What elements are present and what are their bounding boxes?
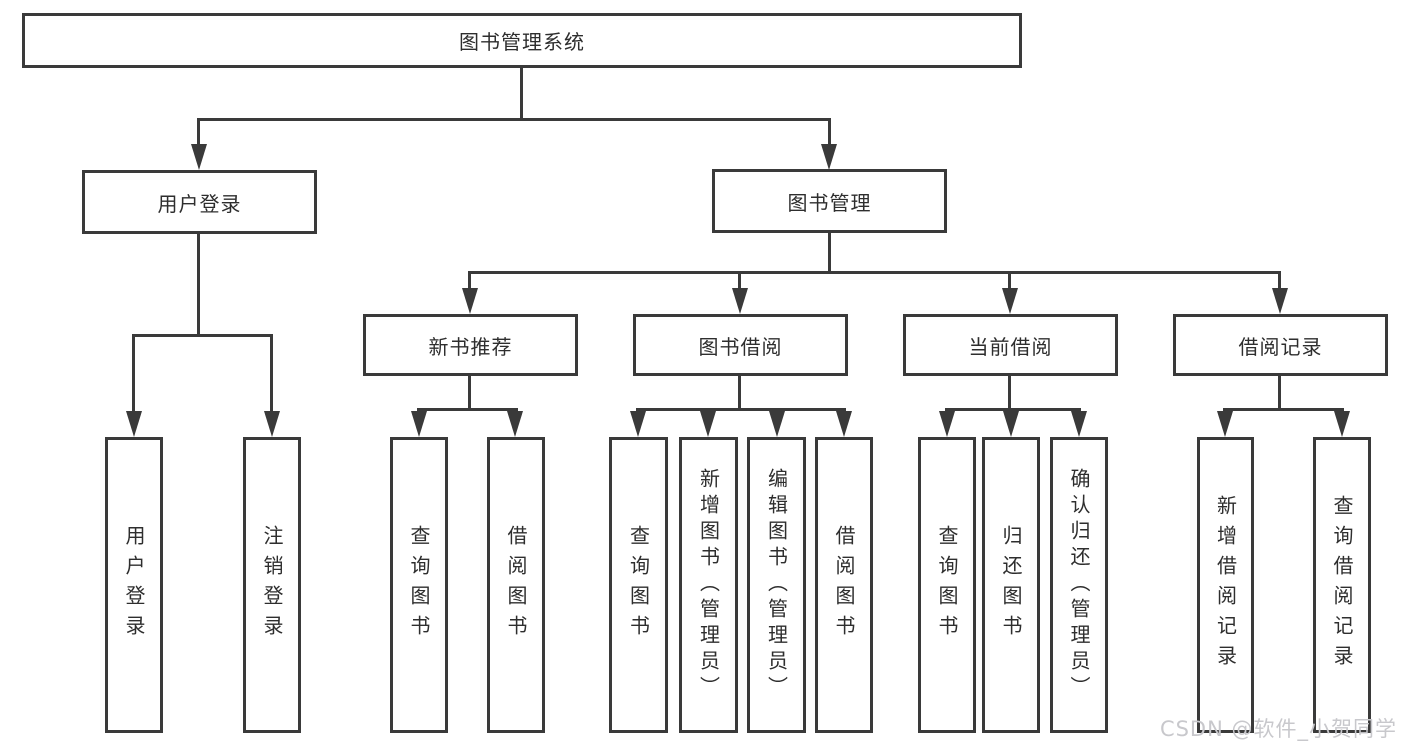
node-book-management: 图书管理 [712,169,947,233]
edge-shaft [197,118,200,148]
edge-shaft [738,271,741,293]
node-label: 借阅图书 [832,525,856,645]
leaf-return-books: 归还图书 [982,437,1040,733]
node-label: 当前借阅 [968,334,1053,359]
node-label: 归还图书 [999,525,1023,645]
node-user-login: 用户登录 [82,170,317,234]
arrowhead-down-icon [1003,411,1019,437]
leaf-confirm-return-admin: 确认归还（管理员） [1050,437,1108,733]
edge-stem [1008,374,1011,410]
edge-shaft [132,334,135,414]
arrowhead-down-icon [462,288,478,314]
leaf-borrow-books: 借阅图书 [815,437,873,733]
arrowhead-down-icon [1217,411,1233,437]
edge-branch [417,408,518,411]
node-borrowing-records: 借阅记录 [1173,314,1388,376]
node-label: 用户登录 [122,525,146,645]
edge-shaft [828,118,831,148]
arrowhead-down-icon [1071,411,1087,437]
arrowhead-down-icon [769,411,785,437]
arrowhead-down-icon [1334,411,1350,437]
node-label: 注销登录 [260,525,284,645]
leaf-add-books-admin: 新增图书（管理员） [679,437,738,733]
edge-root-branch [198,118,831,121]
arrowhead-down-icon [700,411,716,437]
arrowhead-down-icon [1272,288,1288,314]
arrowhead-down-icon [191,144,207,170]
node-label: 借阅记录 [1238,334,1323,359]
node-label: 查询图书 [626,525,651,645]
edge-stem [1278,374,1281,410]
node-current-borrowing: 当前借阅 [903,314,1118,376]
node-label: 新增图书（管理员） [696,468,721,702]
node-book-borrowing: 图书借阅 [633,314,848,376]
edge-branch [1223,408,1343,411]
node-library-management-system: 图书管理系统 [22,13,1022,68]
edge-stem [468,374,471,410]
leaf-logout: 注销登录 [243,437,301,733]
arrowhead-down-icon [126,411,142,437]
edge-root-stem [520,66,523,120]
leaf-query-books-current: 查询图书 [918,437,976,733]
arrowhead-down-icon [411,411,427,437]
arrowhead-down-icon [821,144,837,170]
arrowhead-down-icon [1002,288,1018,314]
csdn-watermark: CSDN @软件_小贺同学 [1159,717,1397,741]
node-label: 新书推荐 [428,334,513,359]
edge-book-mgmt-stem [828,231,831,273]
node-label: 确认归还（管理员） [1067,468,1091,702]
edge-user-login-stem [197,232,200,336]
leaf-borrow-books-recommend: 借阅图书 [487,437,545,733]
node-label: 图书管理系统 [459,30,585,54]
edge-stem [738,374,741,410]
node-label: 查询图书 [935,525,959,645]
arrowhead-down-icon [507,411,523,437]
node-new-book-recommend: 新书推荐 [363,314,578,376]
arrowhead-down-icon [264,411,280,437]
leaf-query-borrow-record: 查询借阅记录 [1313,437,1371,733]
node-label: 查询借阅记录 [1330,495,1354,675]
edge-branch [636,408,846,411]
arrowhead-down-icon [732,288,748,314]
leaf-user-login: 用户登录 [105,437,163,733]
edge-user-login-branch [132,334,273,337]
node-label: 新增借阅记录 [1213,495,1238,675]
arrowhead-down-icon [630,411,646,437]
edge-shaft [1008,271,1011,293]
edge-branch [945,408,1081,411]
edge-shaft [468,271,471,293]
edge-shaft [1278,271,1281,293]
node-label: 借阅图书 [504,525,528,645]
arrowhead-down-icon [836,411,852,437]
leaf-add-borrow-record: 新增借阅记录 [1197,437,1254,733]
leaf-edit-books-admin: 编辑图书（管理员） [747,437,806,733]
node-label: 图书管理 [787,190,872,215]
edge-shaft [270,334,273,414]
node-label: 编辑图书（管理员） [764,468,789,702]
leaf-query-books-recommend: 查询图书 [390,437,448,733]
node-label: 查询图书 [407,525,431,645]
node-label: 用户登录 [157,191,242,216]
edge-book-mgmt-branch [468,271,1281,274]
leaf-query-books-borrowing: 查询图书 [609,437,668,733]
node-label: 图书借阅 [698,334,783,359]
arrowhead-down-icon [939,411,955,437]
